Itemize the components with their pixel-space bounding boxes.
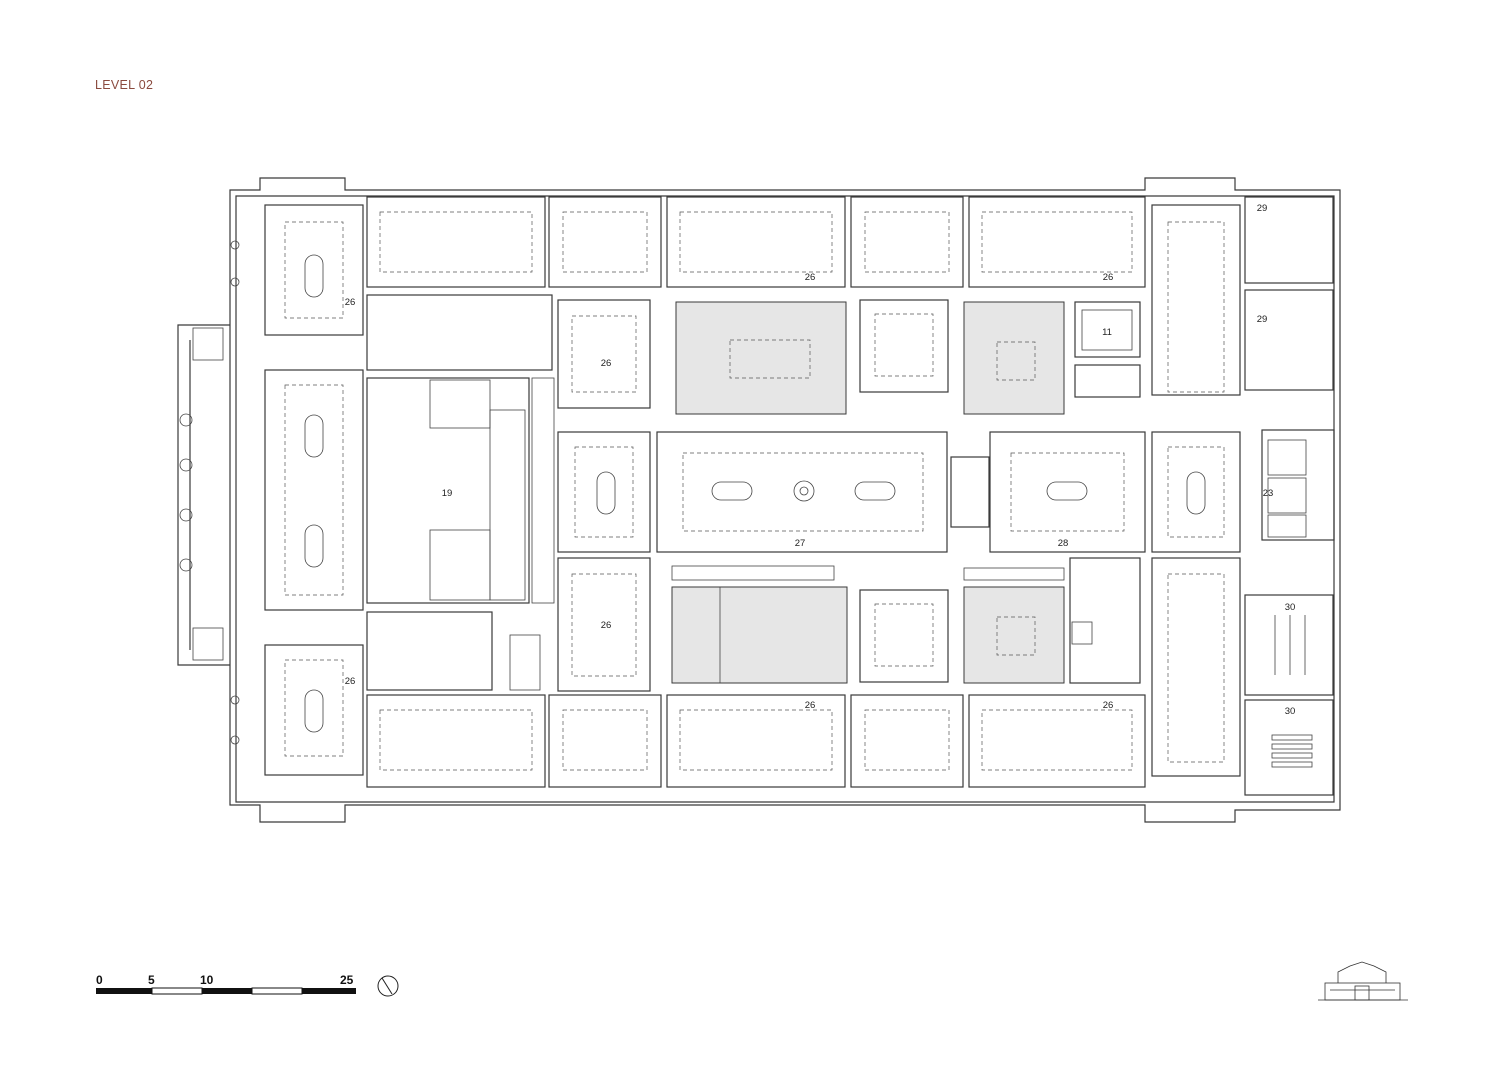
east-wing — [1244, 196, 1335, 796]
room-label-28: 28 — [1058, 538, 1069, 549]
room-label-29: 29 — [1257, 314, 1268, 325]
stair-hall — [366, 294, 555, 691]
room-label-23: 23 — [1263, 488, 1274, 499]
west-gallery — [264, 254, 364, 776]
room-label-19: 19 — [442, 488, 453, 499]
room-labels: 19 26 26 26 26 26 26 26 26 11 27 28 29 2… — [345, 203, 1296, 717]
central-rooms — [557, 299, 1241, 777]
building-outline — [177, 177, 1341, 823]
scale-label-10: 10 — [200, 973, 214, 987]
south-galleries — [366, 694, 1146, 788]
room-label-30: 30 — [1285, 706, 1296, 717]
scale-bar: 0 5 10 25 — [96, 973, 356, 995]
room-label-26: 26 — [805, 700, 816, 711]
room-label-26: 26 — [1103, 272, 1114, 283]
room-label-26: 26 — [345, 297, 356, 308]
room-label-27: 27 — [795, 538, 806, 549]
scale-label-0: 0 — [96, 973, 103, 987]
room-label-26: 26 — [805, 272, 816, 283]
level-title: LEVEL 02 — [95, 78, 154, 92]
room-label-30: 30 — [1285, 602, 1296, 613]
room-label-11: 11 — [1102, 327, 1112, 338]
room-label-26: 26 — [1103, 700, 1114, 711]
room-label-26: 26 — [601, 620, 612, 631]
north-arrow-icon — [377, 975, 399, 997]
scale-label-25: 25 — [340, 973, 354, 987]
room-label-29: 29 — [1257, 203, 1268, 214]
room-label-26: 26 — [601, 358, 612, 369]
north-galleries — [264, 196, 1241, 396]
scale-label-5: 5 — [148, 973, 155, 987]
room-label-26: 26 — [345, 676, 356, 687]
building-elevation-icon — [1318, 961, 1408, 1001]
